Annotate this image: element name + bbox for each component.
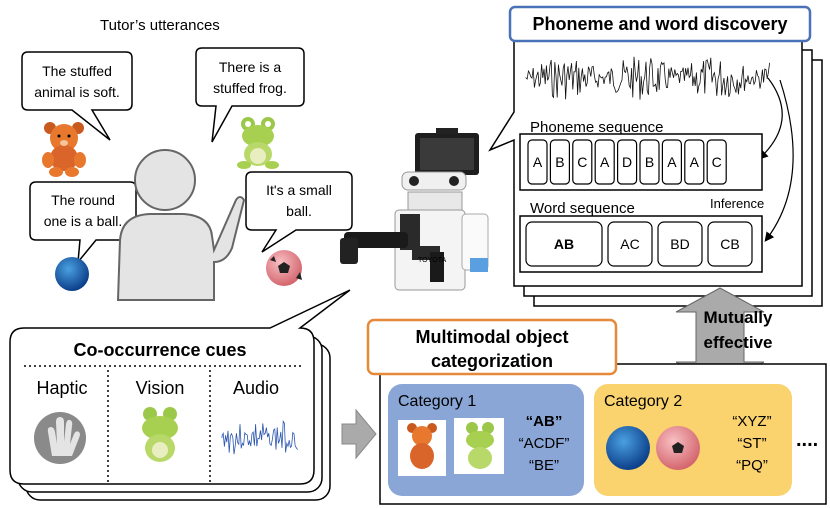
waveform [525,56,770,100]
word-cell [707,221,753,267]
word-text: AC [620,236,639,252]
speech-bubble-4: It's a small ball. [245,171,353,253]
svg-text:one is a ball.: one is a ball. [44,213,123,229]
mutually-effective-arrow: Mutually effective [675,287,773,387]
robot-figure: TOYOTA [340,128,489,291]
word-text: AB [554,236,574,252]
svg-text:Category 1: Category 1 [398,393,476,410]
svg-text:“PQ”: “PQ” [736,457,768,474]
svg-text:“ST”: “ST” [737,435,766,452]
blue-ball-thumbnail-icon [606,426,650,470]
phoneme-cell [527,139,548,185]
phoneme-cell [549,139,571,185]
frog-vision-icon [142,407,178,462]
frog-icon [237,117,279,169]
phoneme-cell [706,139,727,185]
modality-haptic: Haptic [36,378,87,398]
frog-thumbnail-icon [466,422,494,469]
flow-arrow [341,408,377,460]
speech-bubble-2: There is a stuffed frog. [195,47,305,143]
svg-text:“ACDF”: “ACDF” [519,435,570,452]
svg-text:categorization: categorization [431,351,553,371]
hand-icon [34,412,86,464]
svg-text:Category 2: Category 2 [604,393,682,410]
word-cell [525,221,603,267]
svg-text:effective: effective [704,333,773,352]
svg-text:The stuffed: The stuffed [42,63,112,79]
modality-vision: Vision [136,378,185,398]
inference-label: Inference [710,196,764,211]
phoneme-cell [639,139,660,185]
svg-text:Mutually: Mutually [704,308,773,327]
svg-text:It's a small: It's a small [266,182,332,198]
category-1: Category 1 “AB” “ACDF” “BE” [388,384,584,496]
phoneme-cell [594,139,615,185]
teddy-bear-icon [42,122,86,177]
svg-text:There is a: There is a [219,59,281,75]
word-cell [657,221,703,267]
phoneme-text: D [622,154,632,170]
word-text: BD [670,236,689,252]
category-2: Category 2 “XYZ” “ST” “PQ” [594,384,792,496]
teddy-bear-thumbnail-icon [407,423,437,469]
speech-bubble-1: The stuffed animal is soft. [21,51,133,141]
tutor-title: Tutor’s utterances [100,17,220,34]
more-categories-ellipsis: .... [796,429,818,451]
word-cell [607,221,653,267]
svg-text:“AB”: “AB” [526,413,563,430]
pink-ball-icon [266,250,302,286]
svg-text:“XYZ”: “XYZ” [732,413,771,430]
tutor-figure [116,149,246,301]
word-text: CB [720,236,739,252]
discovery-title: Phoneme and word discovery [532,14,787,34]
word-label: Word sequence [530,200,635,217]
modality-audio: Audio [233,378,279,398]
phoneme-text: B [555,154,564,170]
phoneme-text: B [645,154,654,170]
pink-ball-thumbnail-icon [656,426,700,470]
phoneme-text: A [667,154,677,170]
svg-text:Co-occurrence cues: Co-occurrence cues [73,340,246,360]
svg-text:TOYOTA: TOYOTA [418,257,446,264]
phoneme-cell [616,139,638,185]
phoneme-label: Phoneme sequence [530,119,663,136]
svg-text:“BE”: “BE” [529,457,559,474]
phoneme-cell [572,139,593,185]
svg-text:stuffed frog.: stuffed frog. [213,80,287,96]
phoneme-text: C [577,154,587,170]
inference-arrow [764,79,794,242]
svg-text:animal is soft.: animal is soft. [34,84,120,100]
wave-to-phoneme-arrow [758,77,783,160]
phoneme-cell [661,139,683,185]
svg-text:The round: The round [51,192,115,208]
blue-ball-icon [55,257,89,291]
phoneme-text: A [600,154,610,170]
svg-text:Multimodal object: Multimodal object [416,327,569,347]
svg-text:ball.: ball. [286,203,312,219]
audio-waveform-icon [221,420,298,455]
cooccurrence-panel: Co-occurrence cues Haptic Vision Audio [9,289,351,501]
phoneme-text: A [690,154,700,170]
phoneme-cell [684,139,705,185]
phoneme-text: A [533,154,543,170]
phoneme-text: C [712,154,722,170]
word-sequence: AB AC BD CB [525,221,753,267]
